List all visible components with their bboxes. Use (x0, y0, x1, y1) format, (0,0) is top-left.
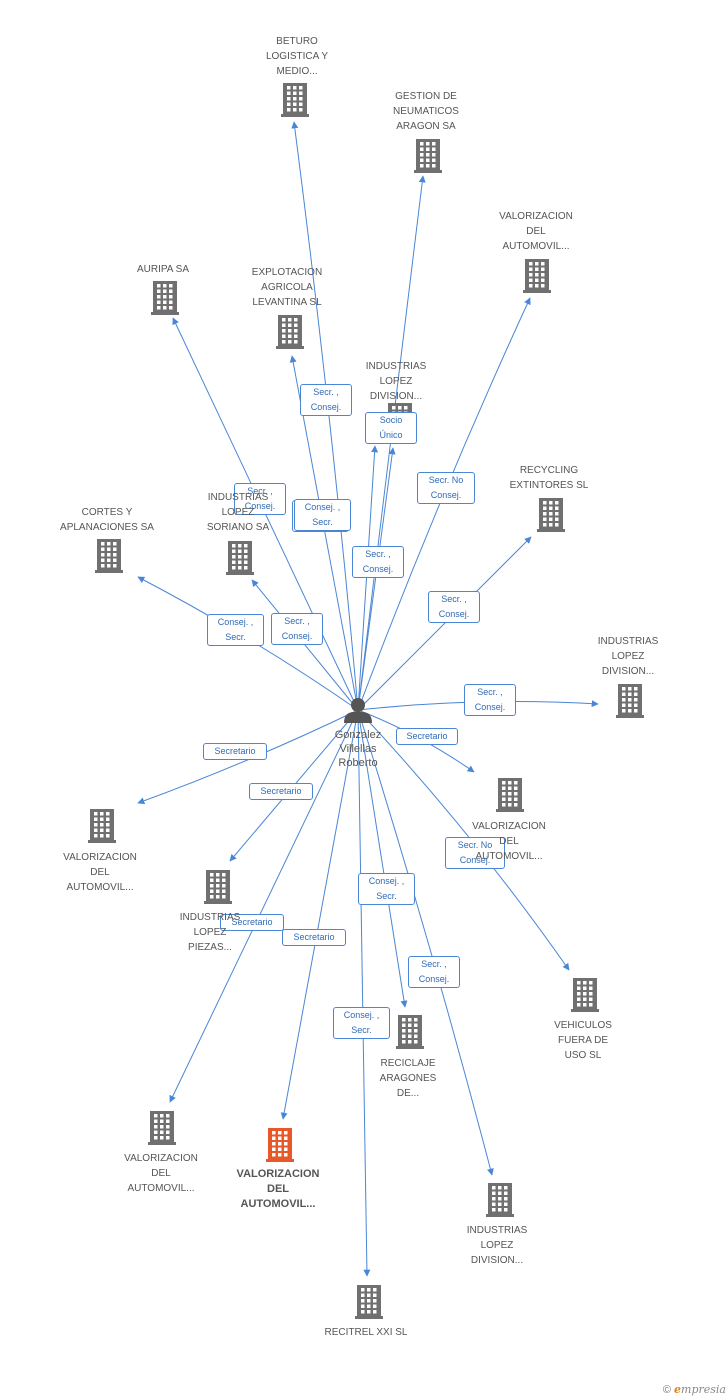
relation-label-valor_highlight[interactable]: Secretario (282, 929, 346, 946)
edge-vehiculos (357, 709, 570, 971)
building-icon-reciclaje[interactable] (396, 1015, 424, 1049)
company-label-ind_lopez_div_top[interactable]: INDUSTRIAS LOPEZ DIVISION... (365, 361, 427, 402)
building-icon-auripa[interactable] (151, 281, 179, 315)
relation-label-valor_top[interactable]: Secr. No Consej. (417, 472, 475, 504)
building-icon-valor_bottom_left[interactable] (148, 1111, 176, 1145)
relation-label-auripa[interactable]: Secr. , Consej. (234, 483, 286, 515)
edge-recycling (357, 536, 532, 711)
building-icon-ind_soriano[interactable] (226, 541, 254, 575)
building-icon-recitrel[interactable] (355, 1285, 383, 1319)
relation-label-ind_soriano[interactable]: Secr. , Consej. (271, 613, 323, 645)
company-label-ind_lopez_div_bottom[interactable]: INDUSTRIAS LOPEZ DIVISION... (466, 1225, 528, 1266)
relation-label-cortes[interactable]: Consej. , Secr. (207, 614, 264, 646)
company-label-vehiculos[interactable]: VEHICULOS FUERA DE USO SL (554, 1020, 612, 1061)
edge-valor_bottom_left (169, 709, 359, 1103)
edge-ind_lopez_div_top (357, 447, 396, 711)
relation-label-vehiculos[interactable]: Secr. No Consej. (445, 837, 505, 869)
edge-ind_lopez_div_bottom (357, 709, 494, 1176)
relation-label-valor_left[interactable]: Secretario (203, 743, 267, 760)
relation-label-recitrel[interactable]: Consej. , Secr. (333, 1007, 390, 1039)
building-icon-valor_highlight[interactable] (266, 1128, 294, 1162)
edge-reciclaje (357, 709, 408, 1008)
brand-logo[interactable]: empresia (674, 1383, 726, 1396)
building-icon-valor_mid_right[interactable] (496, 778, 524, 812)
building-icon-valor_top[interactable] (523, 259, 551, 293)
relation-label-recycling[interactable]: Secr. , Consej. (428, 591, 480, 623)
relation-label-ind_lopez_div_top[interactable]: Secr. , Consej. (352, 546, 404, 578)
building-icon-valor_left[interactable] (88, 809, 116, 843)
company-label-auripa[interactable]: AURIPA SA (136, 264, 190, 275)
company-label-explotacion[interactable]: EXPLOTACION AGRICOLA LEVANTINA SL (251, 267, 323, 308)
company-label-recycling[interactable]: RECYCLING EXTINTORES SL (509, 465, 589, 491)
relation-label-beturo[interactable]: Secr. , Consej. (300, 384, 352, 416)
person-icon[interactable] (344, 698, 372, 723)
company-label-valor_highlight[interactable]: VALORIZACION DEL AUTOMOVIL... (236, 1168, 320, 1210)
company-label-valor_left[interactable]: VALORIZACION DEL AUTOMOVIL... (63, 852, 137, 893)
building-icon-gestion[interactable] (414, 139, 442, 173)
relation-label-explotacion[interactable]: Consej. , Secr. (294, 499, 351, 531)
relation-label-ind_lopez_div_right[interactable]: Secr. , Consej. (464, 684, 516, 716)
company-label-valor_mid_right[interactable]: VALORIZACION DEL AUTOMOVIL... (472, 821, 546, 862)
building-icon-explotacion[interactable] (276, 315, 304, 349)
edge-recitrel (357, 709, 371, 1277)
company-label-ind_soriano[interactable]: INDUSTRIAS LOPEZ SORIANO SA (206, 492, 270, 533)
company-label-ind_lopez_piezas[interactable]: INDUSTRIAS LOPEZ PIEZAS... (179, 912, 241, 953)
relation-label-reciclaje[interactable]: Consej. , Secr. (358, 873, 415, 905)
relation-label-ind_lopez_div_bottom[interactable]: Secr. , Consej. (408, 956, 460, 988)
company-label-reciclaje[interactable]: RECICLAJE ARAGONES DE... (379, 1058, 437, 1099)
edge-valor_highlight (280, 709, 359, 1120)
building-icon-ind_lopez_piezas[interactable] (204, 870, 232, 904)
company-label-valor_bottom_left[interactable]: VALORIZACION DEL AUTOMOVIL... (124, 1153, 198, 1194)
relation-label-valor_mid_right[interactable]: Secretario (396, 728, 458, 745)
building-icon-ind_lopez_div_right[interactable] (616, 684, 644, 718)
relation-label-ind_lopez_piezas[interactable]: Secretario (249, 783, 313, 800)
building-icon-ind_lopez_div_bottom[interactable] (486, 1183, 514, 1217)
relation-label-ind_lopez_div_top_b[interactable]: Socio Único (365, 412, 417, 444)
relation-label-valor_bottom_left[interactable]: Secretario (220, 914, 284, 931)
company-label-recitrel[interactable]: RECITREL XXI SL (324, 1327, 408, 1338)
company-label-ind_lopez_div_right[interactable]: INDUSTRIAS LOPEZ DIVISION... (597, 636, 659, 677)
edges-layer (137, 121, 599, 1277)
building-icon-cortes[interactable] (95, 539, 123, 573)
edge-ind_soriano (251, 579, 359, 711)
company-label-valor_top[interactable]: VALORIZACION DEL AUTOMOVIL... (499, 211, 573, 252)
footer-brand: © empresia (663, 1383, 726, 1396)
building-icon-vehiculos[interactable] (571, 978, 599, 1012)
building-icon-recycling[interactable] (537, 498, 565, 532)
person-name[interactable]: Gonzalez Villellas Roberto (334, 729, 382, 769)
company-label-gestion[interactable]: GESTION DE NEUMATICOS ARAGON SA (393, 91, 459, 132)
edge-ind_lopez_div_top_b (357, 445, 379, 711)
company-label-beturo[interactable]: BETURO LOGISTICA Y MEDIO... (265, 36, 329, 77)
company-label-cortes[interactable]: CORTES Y APLANACIONES SA (60, 507, 154, 533)
icons-layer (88, 83, 644, 1319)
building-icon-beturo[interactable] (281, 83, 309, 117)
copyright-symbol: © (662, 1384, 671, 1396)
